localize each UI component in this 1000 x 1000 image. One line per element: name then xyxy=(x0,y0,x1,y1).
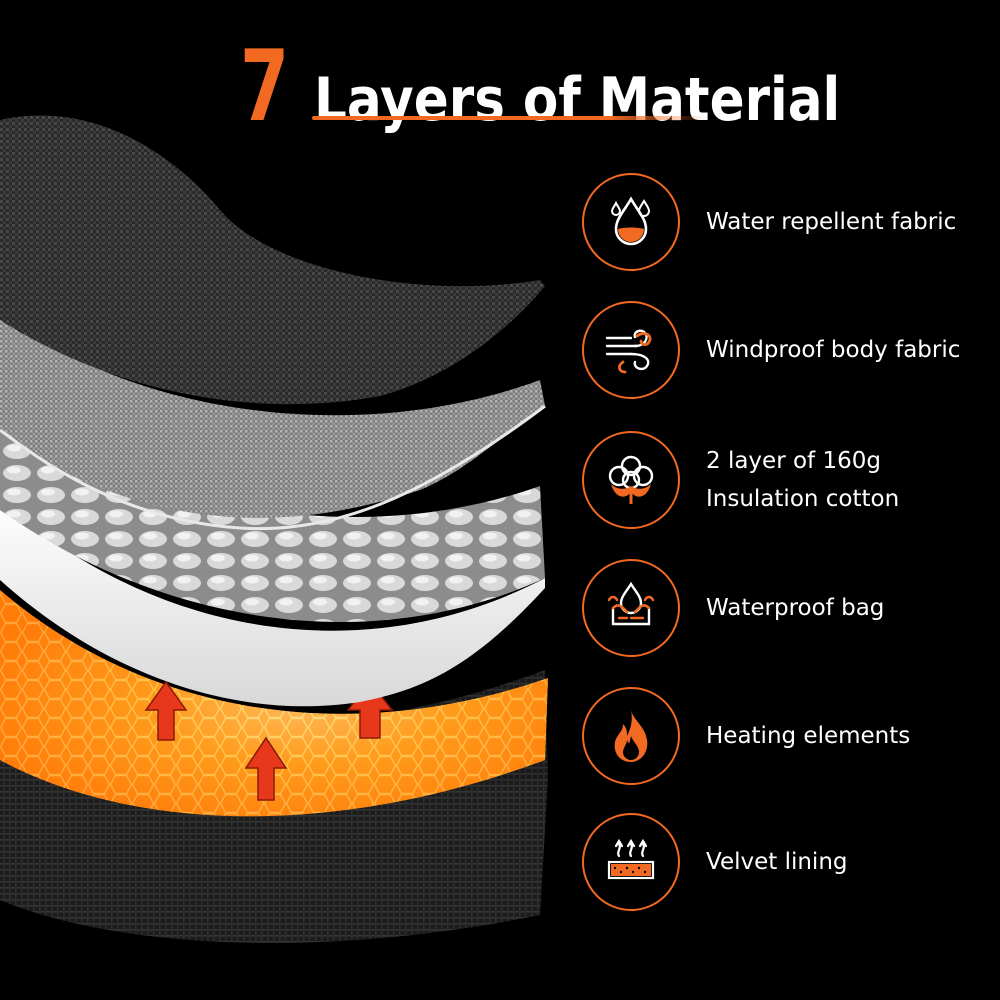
feature-item: Water repellent fabric xyxy=(582,170,992,274)
heat-arrow xyxy=(144,680,188,741)
feature-label: Windproof body fabric xyxy=(706,337,961,363)
feature-item: Waterproof bag xyxy=(582,556,992,660)
heat-arrow xyxy=(244,736,288,801)
feature-label: Velvet lining xyxy=(706,849,848,875)
headline: 7 Layers of Material xyxy=(240,20,926,136)
headline-number: 7 xyxy=(240,30,290,144)
feature-label: Water repellent fabric xyxy=(706,209,957,235)
water-repellent-layer xyxy=(0,115,545,405)
windproof-layer xyxy=(0,310,545,518)
feature-item: Heating elements xyxy=(582,684,992,788)
cotton-icon xyxy=(608,455,654,504)
feature-icon-circle xyxy=(582,559,680,657)
feature-icon-circle xyxy=(582,173,680,271)
feature-item: Velvet lining xyxy=(582,810,992,914)
windproof-layer-edge xyxy=(0,404,546,531)
water-drop-icon xyxy=(610,196,651,246)
waterproof-layer xyxy=(0,500,545,707)
headline-text: Layers of Material xyxy=(314,65,841,135)
heating-layer-grid xyxy=(0,590,548,817)
feature-item: Windproof body fabric xyxy=(582,298,992,402)
feature-label: 2 layer of 160g Insulation cotton xyxy=(706,448,900,512)
velvet-lining-icon xyxy=(607,838,655,880)
feature-icon-circle xyxy=(582,301,680,399)
flame-icon xyxy=(614,710,648,762)
feature-label: Waterproof bag xyxy=(706,595,885,621)
feature-icon-circle xyxy=(582,687,680,785)
feature-item: 2 layer of 160g Insulation cotton xyxy=(582,428,992,532)
waterproof-icon xyxy=(607,581,655,626)
headline-underline xyxy=(312,116,708,120)
feature-icon-circle xyxy=(582,431,680,529)
wind-icon xyxy=(605,329,652,374)
feature-icon-circle xyxy=(582,813,680,911)
material-layers-illustration xyxy=(0,115,548,943)
feature-label: Heating elements xyxy=(706,723,911,749)
